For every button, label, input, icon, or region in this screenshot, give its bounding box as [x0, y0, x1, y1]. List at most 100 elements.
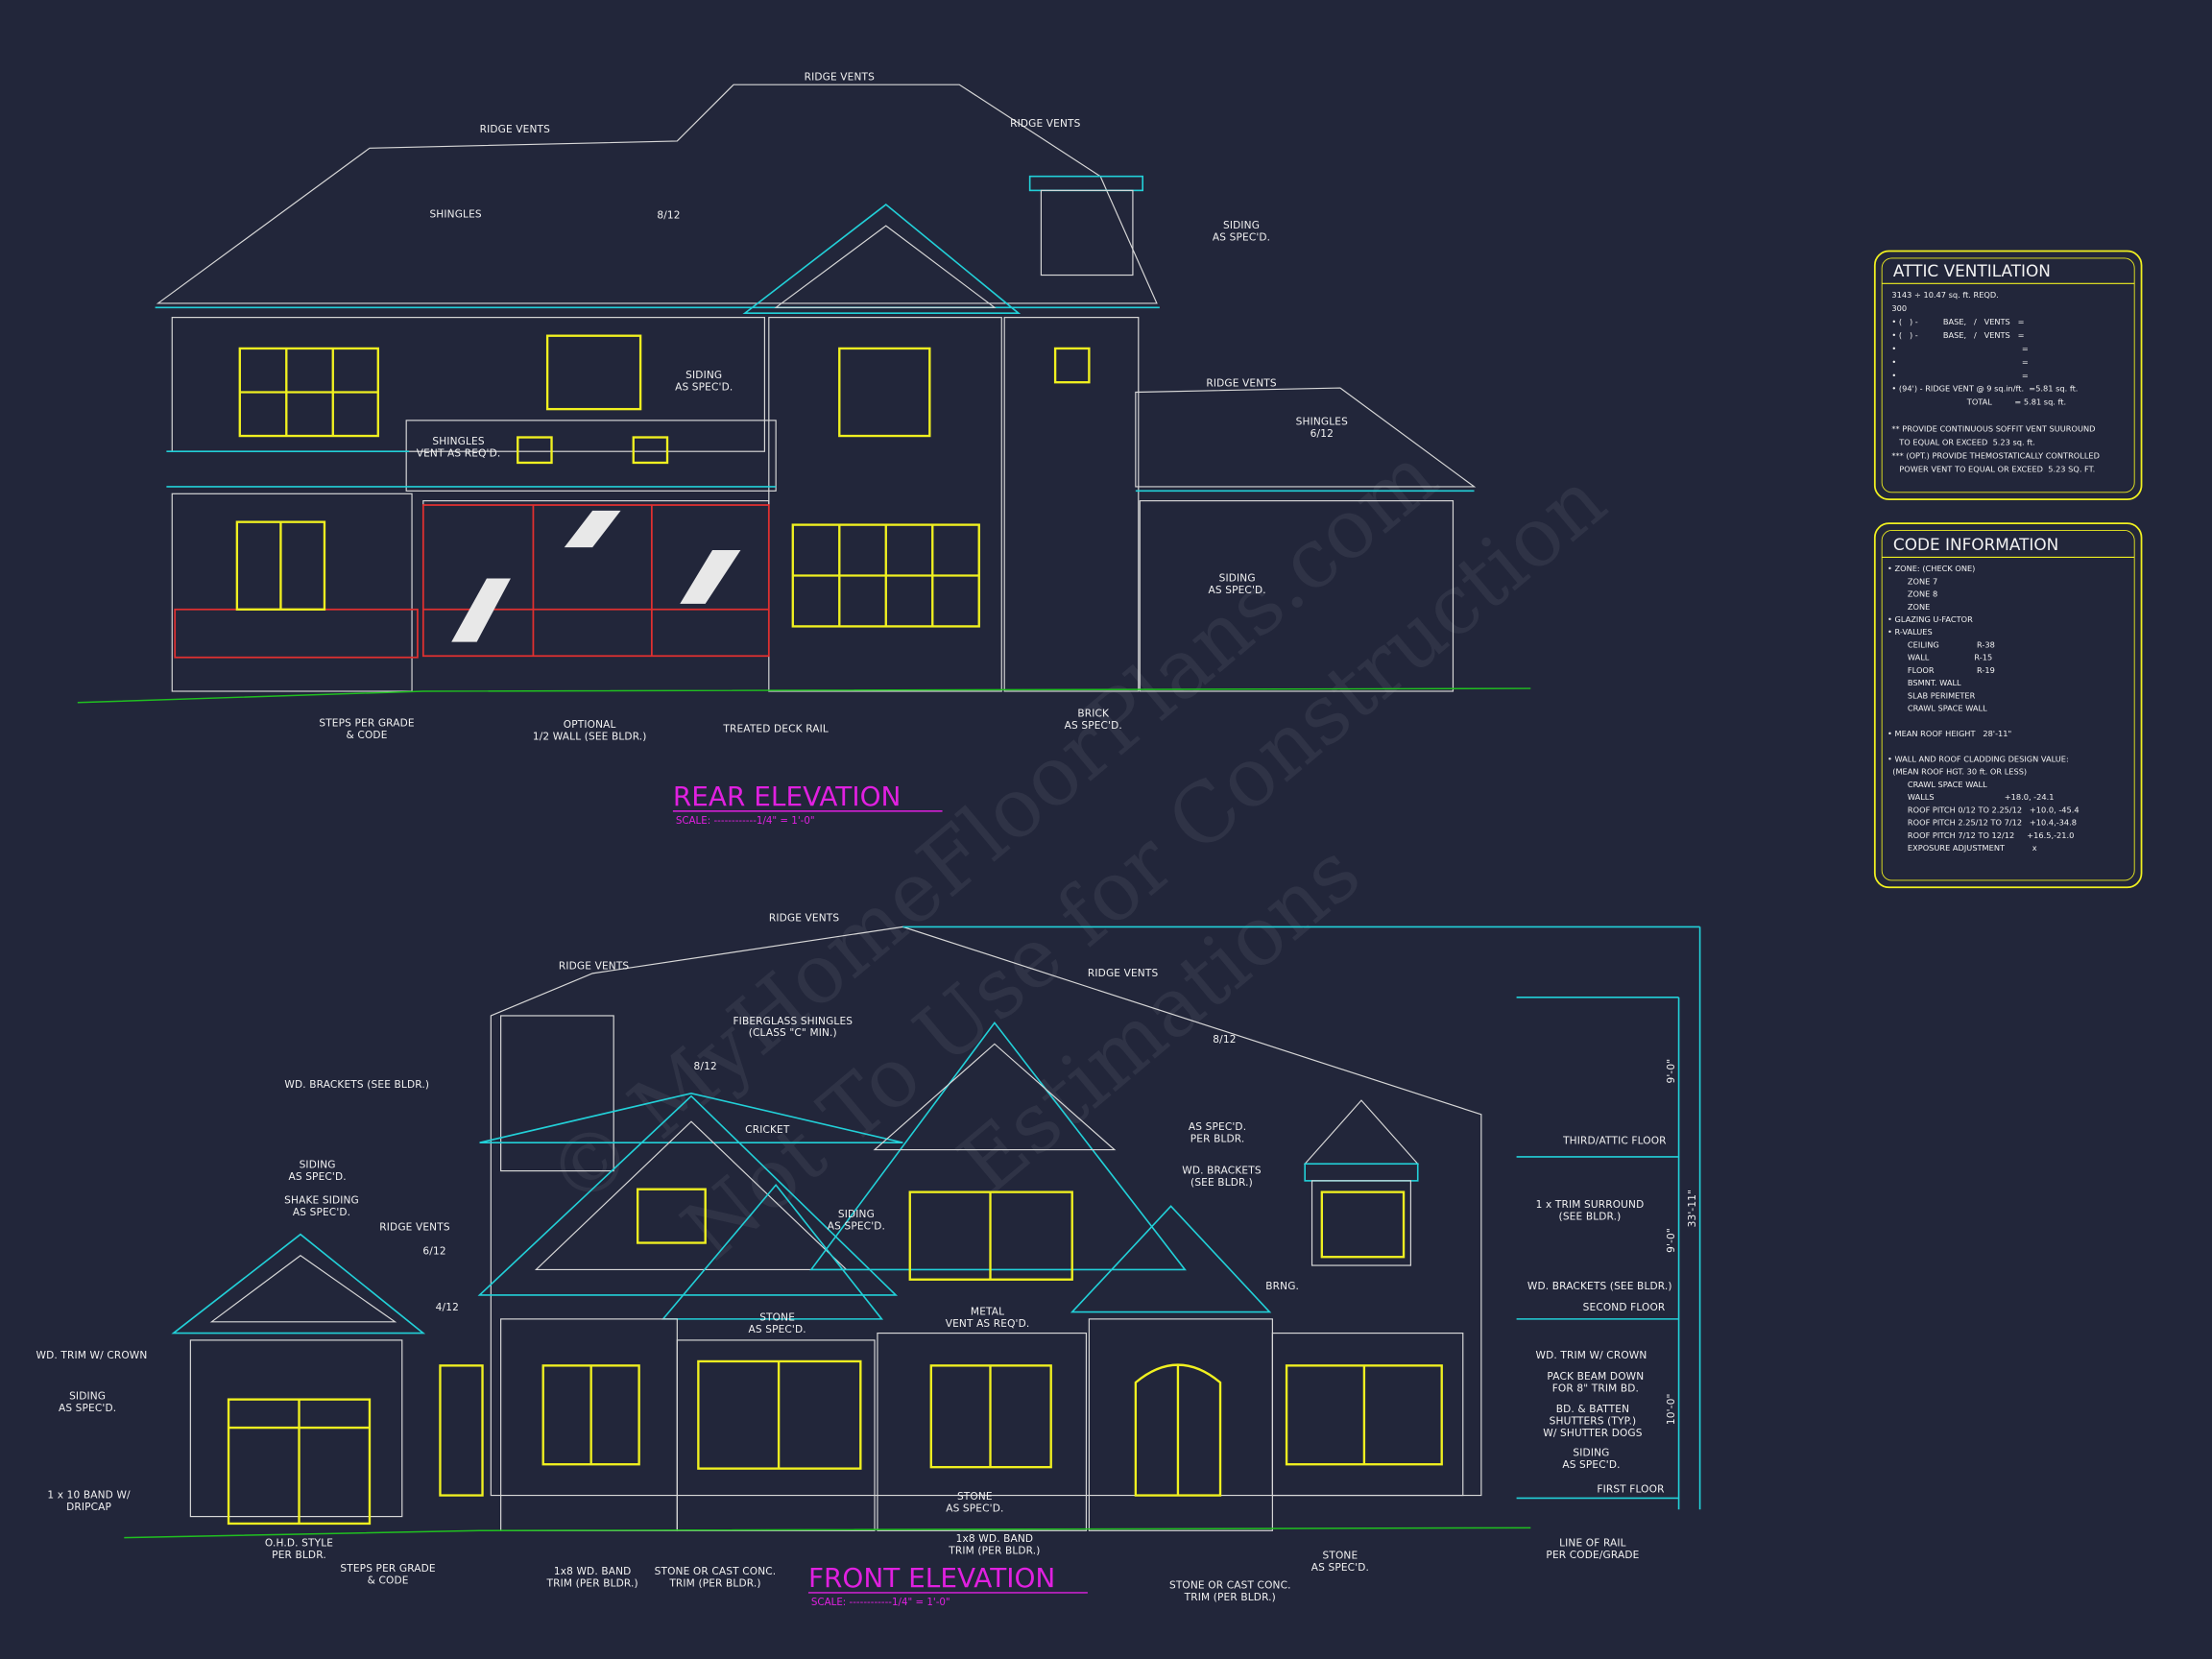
- attic-ventilation-panel: ATTIC VENTILATION 3143 ÷ 10.47 sq. ft. R…: [1873, 250, 2143, 501]
- front-elevation-scale: SCALE: ------------1/4" = 1'-0": [811, 1597, 950, 1608]
- code-information-line: ROOF PITCH 2.25/12 TO 7/12 +10.4,-34.8: [1887, 818, 2077, 828]
- watermark-line: Not To Use for Construction: [665, 453, 1623, 1279]
- dimension-total: 33'-11": [1687, 1190, 1698, 1227]
- rear-elevation-title: REAR ELEVATION: [673, 781, 902, 812]
- front-callout: STEPS PER GRADE& CODE: [340, 1563, 435, 1586]
- rear-callout: RIDGE VENTS: [480, 124, 551, 135]
- front-callout: BRNG.: [1265, 1281, 1299, 1292]
- front-callout: 8/12: [1213, 1034, 1236, 1046]
- front-callout: WD. TRIM W/ CROWN: [36, 1350, 148, 1361]
- attic-ventilation-title: ATTIC VENTILATION: [1893, 261, 2051, 280]
- floor-level-second: SECOND FLOOR: [1583, 1302, 1666, 1313]
- dimension: 10'-0": [1666, 1393, 1677, 1425]
- code-information-line: EXPOSURE ADJUSTMENT x: [1887, 843, 2037, 853]
- front-elevation-labels: RIDGE VENTS RIDGE VENTS RIDGE VENTS FIBERGL…: [36, 913, 1672, 1604]
- attic-ventilation-line: • =: [1891, 371, 2028, 380]
- front-callout: RIDGE VENTS: [769, 913, 840, 925]
- front-callout: 4/12: [436, 1302, 459, 1313]
- attic-ventilation-line: TO EQUAL OR EXCEED 5.23 sq. ft.: [1891, 438, 2034, 447]
- code-information-line: CRAWL SPACE WALL: [1887, 780, 1987, 789]
- code-information-line: SLAB PERIMETER: [1887, 690, 1976, 700]
- attic-ventilation-line: • =: [1891, 357, 2028, 367]
- attic-ventilation-line: • ( ) - BASE, / VENTS =: [1891, 317, 2024, 326]
- rear-callout: RIDGE VENTS: [805, 72, 876, 84]
- front-callout: 1 x 10 BAND W/DRIPCAP: [47, 1489, 131, 1512]
- front-callout: CRICKET: [745, 1124, 790, 1136]
- code-information-line: WALLS +18.0, -24.1: [1887, 792, 2054, 802]
- code-information-line: (MEAN ROOF HGT. 30 ft. OR LESS): [1887, 767, 2027, 777]
- code-information-line: • GLAZING U-FACTOR: [1887, 614, 1973, 624]
- front-callout: 6/12: [422, 1245, 445, 1257]
- code-information-line: • WALL AND ROOF CLADDING DESIGN VALUE:: [1887, 754, 2069, 763]
- code-information-line: CRAWL SPACE WALL: [1887, 704, 1987, 713]
- floor-level-first: FIRST FLOOR: [1597, 1484, 1665, 1496]
- rear-elevation-drawing: [77, 84, 1531, 704]
- rear-callout: SHINGLES: [429, 208, 481, 220]
- rear-callout: RIDGE VENTS: [1206, 378, 1277, 390]
- code-information-line: BSMNT. WALL: [1887, 678, 1961, 687]
- front-callout: 1 x TRIM SURROUND(SEE BLDR.): [1536, 1199, 1645, 1222]
- rear-elevation-scale: SCALE: ------------1/4" = 1'-0": [676, 815, 815, 827]
- front-elevation-title: FRONT ELEVATION: [808, 1562, 1055, 1594]
- front-callout: FIBERGLASS SHINGLES(CLASS "C" MIN.): [733, 1016, 853, 1039]
- front-callout: 8/12: [694, 1061, 717, 1072]
- front-callout: RIDGE VENTS: [559, 960, 630, 972]
- front-callout: RIDGE VENTS: [379, 1221, 450, 1233]
- front-callout: STONE OR CAST CONC.TRIM (PER BLDR.): [1169, 1580, 1291, 1603]
- front-callout: STONE OR CAST CONC.TRIM (PER BLDR.): [655, 1566, 777, 1589]
- code-information-panel: CODE INFORMATION • ZONE: (CHECK ONE) ZON…: [1873, 522, 2143, 889]
- front-callout: WD. BRACKETS (SEE BLDR.): [1527, 1281, 1672, 1292]
- code-information-line: • ZONE: (CHECK ONE): [1887, 564, 1975, 573]
- front-elevation-drawing: [124, 926, 1701, 1539]
- attic-ventilation-line: 3143 ÷ 10.47 sq. ft. REQD.: [1891, 290, 1998, 300]
- code-information-line: ROOF PITCH 0/12 TO 2.25/12 +10.0, -45.4: [1887, 805, 2080, 814]
- front-callout: WD. TRIM W/ CROWN: [1536, 1350, 1647, 1361]
- code-information-line: ROOF PITCH 7/12 TO 12/12 +16.5,-21.0: [1887, 830, 2074, 840]
- code-information-line: FLOOR R-19: [1887, 665, 1995, 675]
- attic-ventilation-line: • =: [1891, 344, 2028, 353]
- front-callout: WD. BRACKETS (SEE BLDR.): [284, 1079, 429, 1091]
- rear-callout: 8/12: [657, 210, 680, 222]
- front-callout: RIDGE VENTS: [1088, 968, 1159, 979]
- code-information-line: ZONE: [1887, 602, 1930, 612]
- rear-elevation-labels: RIDGE VENTS RIDGE VENTS RIDGE VENTS SHINGLE…: [319, 72, 1348, 743]
- watermark: © MyHomeFloorPlans.com Not To Use for Co…: [530, 428, 1623, 1279]
- dimension: 9'-0": [1666, 1059, 1677, 1084]
- code-information-line: ZONE 7: [1887, 576, 1937, 586]
- code-information-line: WALL R-15: [1887, 653, 1992, 662]
- code-information-line: • R-VALUES: [1887, 627, 1933, 637]
- rear-callout: RIDGE VENTS: [1010, 118, 1081, 130]
- code-information-line: CEILING R-38: [1887, 639, 1995, 649]
- front-callout: WD. BRACKETS(SEE BLDR.): [1182, 1166, 1262, 1189]
- front-callout: AS SPEC'D.PER BLDR.: [1189, 1121, 1246, 1144]
- code-information-title: CODE INFORMATION: [1893, 535, 2058, 554]
- rear-callout: STEPS PER GRADE& CODE: [319, 718, 414, 741]
- rear-callout: TREATED DECK RAIL: [722, 724, 829, 735]
- attic-ventilation-line: ** PROVIDE CONTINUOUS SOFFIT VENT SUUROU…: [1891, 424, 2095, 434]
- attic-ventilation-line: *** (OPT.) PROVIDE THEMOSTATICALLY CONTR…: [1891, 451, 2099, 461]
- dimension: 9'-0": [1666, 1228, 1677, 1253]
